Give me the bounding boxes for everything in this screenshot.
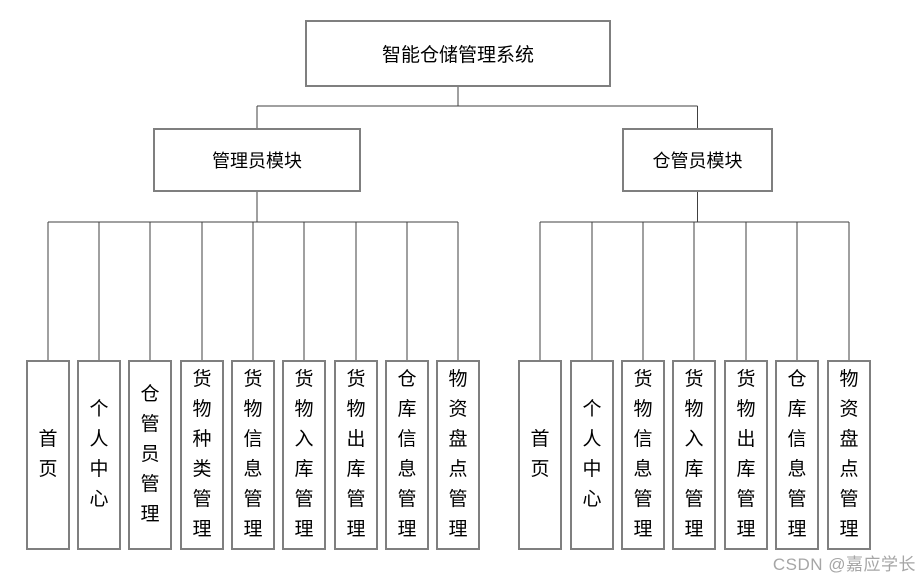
node-leaf-keeper-inbound-mgmt: 货物入库管理 xyxy=(672,360,716,550)
node-leaf-admin-goods-info-mgmt: 货物信息管理 xyxy=(231,360,275,550)
node-module-admin: 管理员模块 xyxy=(153,128,361,192)
node-leaf-label: 仓库信息管理 xyxy=(787,369,807,540)
node-leaf-keeper-goods-info-mgmt: 货物信息管理 xyxy=(621,360,665,550)
node-leaf-label: 个人中心 xyxy=(582,399,602,510)
node-leaf-admin-goods-type-mgmt: 货物种类管理 xyxy=(180,360,224,550)
node-leaf-keeper-outbound-mgmt: 货物出库管理 xyxy=(724,360,768,550)
node-leaf-admin-stocktaking-mgmt: 物资盘点管理 xyxy=(436,360,480,550)
node-leaf-label: 货物种类管理 xyxy=(192,369,212,540)
node-leaf-label: 首页 xyxy=(530,429,550,480)
node-leaf-admin-keeper-mgmt: 仓管员管理 xyxy=(128,360,172,550)
node-leaf-label: 货物信息管理 xyxy=(633,369,653,540)
node-leaf-label: 仓管员管理 xyxy=(140,384,160,525)
node-leaf-admin-inbound-mgmt: 货物入库管理 xyxy=(282,360,326,550)
node-leaf-keeper-stocktaking-mgmt: 物资盘点管理 xyxy=(827,360,871,550)
node-leaf-label: 物资盘点管理 xyxy=(839,369,859,540)
node-leaf-label: 物资盘点管理 xyxy=(448,369,468,540)
node-leaf-label: 仓库信息管理 xyxy=(397,369,417,540)
node-root-label: 智能仓储管理系统 xyxy=(381,45,534,66)
node-leaf-label: 货物信息管理 xyxy=(243,369,263,540)
csdn-watermark: CSDN @嘉应学长 xyxy=(772,555,916,574)
node-leaf-label: 货物出库管理 xyxy=(736,369,756,540)
node-module-warehouse-keeper-label: 仓管员模块 xyxy=(652,151,743,171)
node-leaf-label: 货物入库管理 xyxy=(684,369,704,540)
node-leaf-keeper-personal-center: 个人中心 xyxy=(570,360,614,550)
node-leaf-keeper-home: 首页 xyxy=(518,360,562,550)
node-module-warehouse-keeper: 仓管员模块 xyxy=(622,128,773,192)
node-leaf-label: 首页 xyxy=(38,429,58,480)
node-leaf-keeper-warehouse-info-mgmt: 仓库信息管理 xyxy=(775,360,819,550)
node-leaf-label: 货物出库管理 xyxy=(346,369,366,540)
node-root: 智能仓储管理系统 xyxy=(305,20,611,87)
node-leaf-admin-warehouse-info-mgmt: 仓库信息管理 xyxy=(385,360,429,550)
node-leaf-admin-home: 首页 xyxy=(26,360,70,550)
node-leaf-admin-personal-center: 个人中心 xyxy=(77,360,121,550)
node-leaf-label: 货物入库管理 xyxy=(294,369,314,540)
node-leaf-admin-outbound-mgmt: 货物出库管理 xyxy=(334,360,378,550)
node-leaf-label: 个人中心 xyxy=(89,399,109,510)
node-module-admin-label: 管理员模块 xyxy=(212,151,302,171)
